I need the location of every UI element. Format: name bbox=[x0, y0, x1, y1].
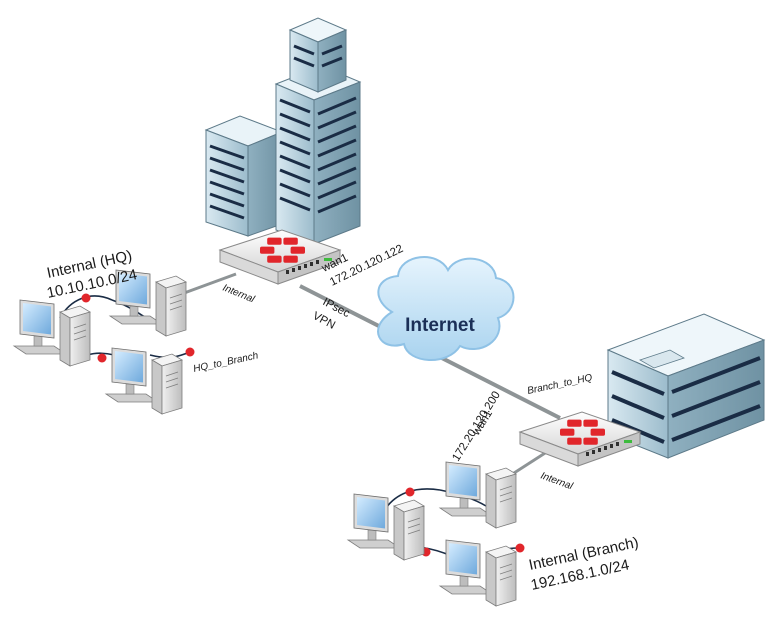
hq-workstation-2-icon bbox=[13, 299, 91, 367]
branch-firewall-icon bbox=[519, 411, 641, 467]
hq-workstation-3-icon bbox=[105, 347, 183, 415]
hq-tunnel-label: HQ_to_Branch bbox=[192, 350, 259, 375]
hq-lan-link-dots bbox=[81, 293, 195, 363]
hq-firewall-icon bbox=[219, 229, 341, 285]
hq-headquarters-building-icon bbox=[204, 17, 362, 245]
firewall-logo-icon bbox=[560, 419, 605, 445]
branch-wan-ip-label: 172.20.120.200 bbox=[450, 389, 503, 463]
branch-workstation-3-icon bbox=[439, 539, 517, 607]
branch-workstation-1-icon bbox=[439, 461, 517, 529]
branch-tunnel-label: Branch_to_HQ bbox=[526, 372, 593, 397]
cloud-label: Internet bbox=[405, 315, 475, 336]
hq-port-internal-label: Internal bbox=[221, 283, 257, 306]
branch-workstation-2-icon bbox=[347, 493, 425, 561]
internet-cloud-icon: Internet bbox=[377, 256, 515, 361]
branch-port-internal-label: Internal bbox=[539, 470, 575, 492]
firewall-logo-icon bbox=[260, 237, 305, 263]
